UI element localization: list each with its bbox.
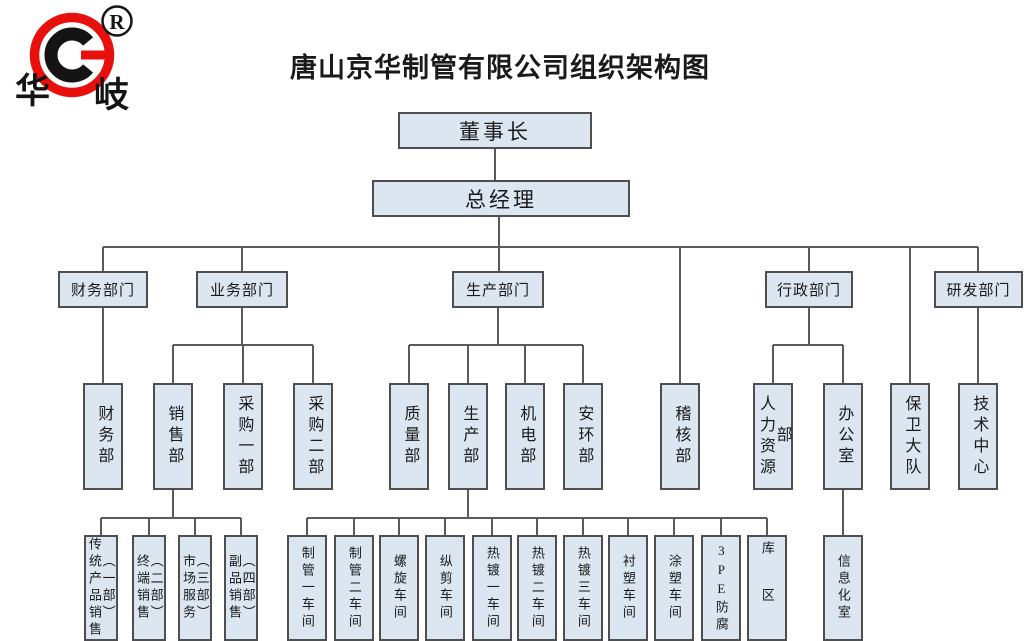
svg-text:R: R [109,10,125,34]
node-workshop-3pe: 3PE防腐 [701,535,741,641]
node-sales-team-3: 市场服务（三部） [178,535,212,641]
node-quality-dept: 质量部 [389,383,429,490]
node-tech-center: 技术中心 [958,383,998,490]
node-chairman: 董事长 [398,112,592,149]
node-mech-electric-dept: 机电部 [505,383,545,490]
node-general-manager: 总经理 [372,180,630,217]
node-workshop-slitting: 纵剪车间 [425,535,465,641]
node-office: 办公室 [823,383,863,490]
node-sales-team-4: 副品销售（四部） [224,535,258,641]
registered-trademark-icon: R [101,5,133,37]
node-workshop-galvanizing-3: 热镀三车间 [563,535,603,641]
node-safety-env-dept: 安环部 [563,383,603,490]
node-dept-production: 生产部门 [452,271,544,308]
node-audit-dept: 稽核部 [660,383,700,490]
node-workshop-plastic-lining: 衬塑车间 [608,535,648,641]
node-dept-admin: 行政部门 [765,271,853,308]
company-logo: R [29,5,133,98]
node-finance-dept: 财务部 [83,383,123,490]
node-workshop-pipe-1: 制管一车间 [287,535,327,641]
node-dept-rd: 研发部门 [934,271,1023,308]
node-storage-area: 库区 [747,535,787,641]
node-info-room: 信息化室 [823,535,863,641]
logo-text-hua: 华 [15,72,51,111]
node-dept-business: 业务部门 [196,271,288,308]
node-purchasing-2: 采购二部 [293,383,333,490]
logo-ring [29,12,115,98]
node-workshop-galvanizing-2: 热镀二车间 [517,535,557,641]
node-dept-finance: 财务部门 [58,271,148,308]
chart-title: 唐山京华制管有限公司组织架构图 [290,53,710,83]
node-sales-team-1: 传统产品销售（一部） [84,535,118,641]
node-security-brigade: 保卫大队 [890,383,930,490]
node-hr-dept: 人力资源部 [753,383,793,490]
node-workshop-pipe-2: 制管二车间 [334,535,374,641]
node-sales-team-2: 终端销售（二部） [132,535,166,641]
logo-g-bar [81,50,106,60]
logo-c-glyph [44,27,94,83]
node-workshop-galvanizing-1: 热镀一车间 [472,535,512,641]
logo-text-qi: 岐 [94,76,130,115]
node-production-dept: 生产部 [448,383,488,490]
node-workshop-spiral: 螺旋车间 [379,535,419,641]
node-sales-dept: 销售部 [153,383,193,490]
node-purchasing-1: 采购一部 [223,383,263,490]
node-workshop-plastic-coating: 涂塑车间 [654,535,694,641]
